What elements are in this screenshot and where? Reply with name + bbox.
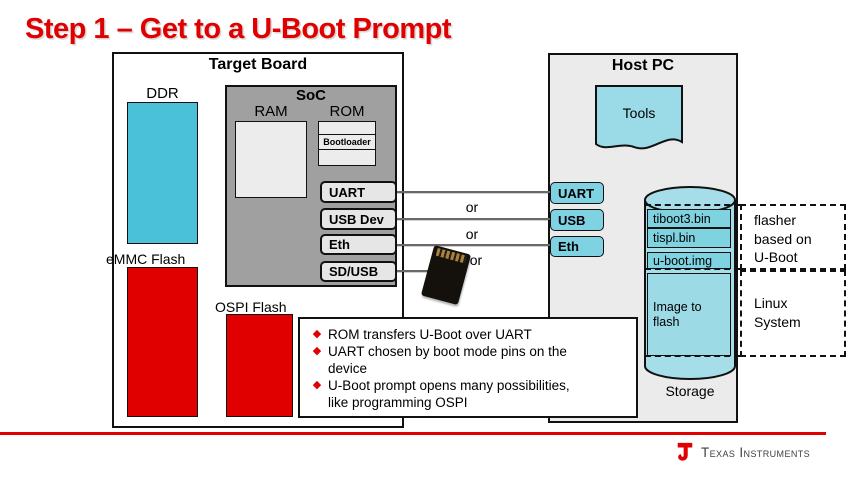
wire-sd [397, 270, 436, 272]
note-item-1: ROM transfers U-Boot over UART [306, 326, 630, 343]
note-3-line1: U-Boot prompt opens many possibilities, [328, 378, 570, 393]
target-board-title: Target Board [208, 56, 308, 73]
bootloader-label: Bootloader [319, 134, 375, 150]
ospi-flash-label: OSPI Flash [215, 299, 287, 315]
or-label-1: or [465, 199, 479, 215]
linux-line2: System [754, 313, 801, 330]
dashed-line-bottom [645, 355, 740, 357]
microsd-card-icon [420, 244, 472, 306]
footer-divider [0, 432, 826, 435]
flasher-annotation-box: flasher based on U-Boot [740, 204, 846, 270]
wire-uart [397, 191, 552, 193]
image-to-flash-line2: flash [653, 314, 680, 329]
file-tispl: tispl.bin [647, 228, 731, 248]
file-tiboot3: tiboot3.bin [647, 209, 731, 228]
dashed-line-top [645, 204, 740, 206]
image-to-flash-line1: Image to [653, 299, 702, 314]
tools-label: Tools [622, 105, 656, 121]
host-port-usb: USB [550, 209, 604, 231]
wire-eth [397, 244, 552, 246]
microsd-contacts [435, 247, 467, 264]
note-1-line1: ROM transfers U-Boot over UART [328, 327, 532, 342]
linux-line1: Linux [754, 295, 788, 311]
soc-title: SoC [296, 87, 326, 104]
ram-block [235, 121, 307, 198]
soc-port-usb-dev: USB Dev [320, 208, 397, 230]
soc-port-sd-usb: SD/USB [320, 261, 397, 282]
ram-label: RAM [254, 103, 288, 120]
notes-box: ROM transfers U-Boot over UART UART chos… [298, 317, 638, 418]
brand-wordmark: Texas Instruments [701, 445, 811, 460]
note-2-line1: UART chosen by boot mode pins on the [328, 344, 567, 359]
ddr-block [127, 102, 198, 244]
note-item-3: U-Boot prompt opens many possibilities, … [306, 377, 630, 411]
soc-port-eth: Eth [320, 234, 397, 255]
soc-port-uart: UART [320, 181, 397, 203]
note-item-2: UART chosen by boot mode pins on the dev… [306, 343, 630, 377]
or-label-3: or [469, 252, 483, 268]
flasher-line2: based on [754, 230, 812, 247]
note-2-line2: device [328, 361, 368, 376]
rom-row-empty-bottom [319, 150, 375, 165]
host-port-uart: UART [550, 182, 604, 204]
flasher-line3: U-Boot [754, 249, 798, 265]
rom-block: Bootloader [318, 121, 376, 166]
note-3-line2: like programming OSPI [328, 395, 468, 410]
bullet-diamond-icon [306, 343, 328, 377]
ospi-flash-block [226, 314, 293, 417]
ti-logo-icon [677, 442, 693, 461]
dashed-line-mid [645, 268, 740, 270]
bullet-diamond-icon [306, 326, 328, 343]
file-uboot-img: u-boot.img [647, 252, 731, 269]
rom-label: ROM [329, 103, 365, 120]
rom-row-empty-top [319, 122, 375, 134]
page-title: Step 1 – Get to a U-Boot Prompt [25, 13, 451, 45]
flasher-line1: flasher [754, 212, 797, 228]
ddr-label: DDR [146, 85, 179, 102]
bullet-diamond-icon [306, 377, 328, 411]
emmc-flash-block [127, 267, 198, 417]
or-label-2: or [465, 226, 479, 242]
tools-shape [595, 85, 683, 150]
image-to-flash-block: Image to flash [647, 273, 731, 356]
wire-usb [397, 218, 552, 220]
host-port-eth: Eth [550, 236, 604, 257]
emmc-flash-label: eMMC Flash [106, 251, 186, 267]
storage-label: Storage [665, 383, 715, 399]
linux-annotation-box: Linux System [740, 270, 846, 357]
host-pc-title: Host PC [611, 57, 675, 74]
